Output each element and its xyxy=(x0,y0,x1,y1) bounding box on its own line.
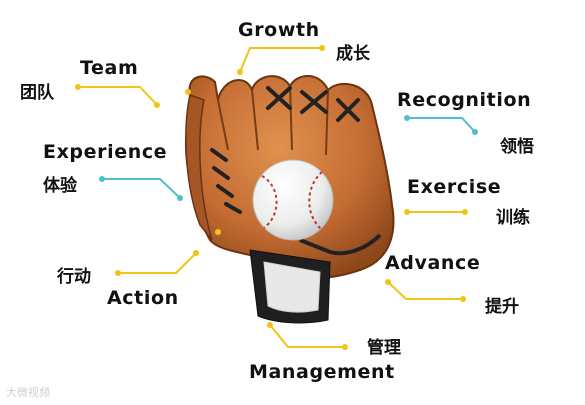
bottom-lacing xyxy=(299,233,382,256)
node-experience-a xyxy=(99,176,105,182)
node-action-a xyxy=(115,270,121,276)
label-management-zh: 管理 xyxy=(367,338,401,358)
connector-advance xyxy=(387,281,463,300)
baseball xyxy=(252,159,334,241)
node-team-c xyxy=(185,89,191,95)
node-team-b xyxy=(154,102,160,108)
watermark: 大微视频 xyxy=(6,386,50,399)
label-advance-zh: 提升 xyxy=(485,297,519,317)
node-advance-b xyxy=(460,296,466,302)
finger-seams xyxy=(217,85,329,156)
glove-edge xyxy=(185,94,213,241)
node-recognition-a xyxy=(404,115,410,121)
label-recognition-zh: 领悟 xyxy=(500,137,534,157)
top-lacing xyxy=(266,86,360,122)
label-exercise-zh: 训练 xyxy=(496,208,530,228)
label-advance-en: Advance xyxy=(385,252,481,274)
label-experience-zh: 体验 xyxy=(43,176,77,196)
baseball-stitches xyxy=(261,171,323,231)
connector-management xyxy=(269,324,345,348)
node-exercise-a xyxy=(404,209,410,215)
node-exercise-b xyxy=(462,209,468,215)
label-action-zh: 行动 xyxy=(57,267,91,287)
node-management-b xyxy=(342,344,348,350)
side-lacing xyxy=(210,148,242,214)
label-action-en: Action xyxy=(107,287,179,309)
connector-experience xyxy=(102,178,181,199)
label-team-zh: 团队 xyxy=(20,83,54,103)
label-growth-en: Growth xyxy=(238,19,320,41)
node-action-c xyxy=(215,229,221,235)
baseball-glove xyxy=(184,75,395,324)
node-advance-a xyxy=(385,279,391,285)
connector-recognition xyxy=(407,117,476,133)
node-team-a xyxy=(75,84,81,90)
node-growth-b xyxy=(319,45,325,51)
connector-team xyxy=(78,86,158,106)
connector-lines xyxy=(75,45,478,350)
label-recognition-en: Recognition xyxy=(397,89,532,111)
node-recognition-b xyxy=(472,129,478,135)
node-action-b xyxy=(193,250,199,256)
node-growth-a xyxy=(237,69,243,75)
connector-action xyxy=(118,252,197,274)
node-experience-b xyxy=(177,195,183,201)
connector-growth xyxy=(239,47,322,73)
label-experience-en: Experience xyxy=(43,141,168,163)
label-management-en: Management xyxy=(249,361,395,383)
label-team-en: Team xyxy=(80,57,139,79)
wrist-pad xyxy=(263,261,321,313)
label-exercise-en: Exercise xyxy=(407,176,502,198)
node-management-a xyxy=(267,322,273,328)
label-growth-zh: 成长 xyxy=(336,44,370,64)
